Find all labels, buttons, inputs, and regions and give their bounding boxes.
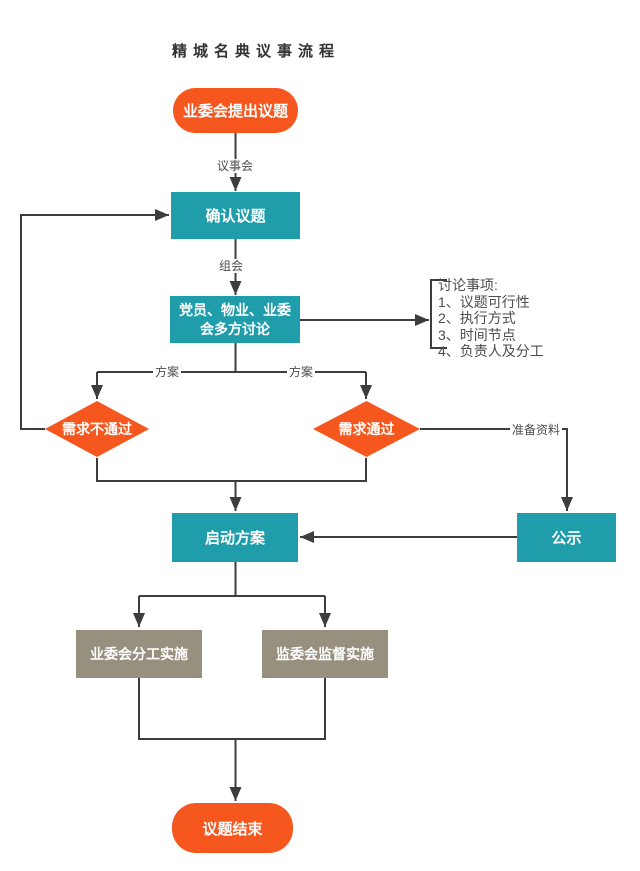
edge-label-fangan-left: 方案: [152, 365, 182, 379]
edge-label-zuhui: 组会: [216, 259, 246, 273]
node-confirm-topic: 确认议题: [171, 192, 300, 239]
edge-label-fangan-right: 方案: [286, 365, 316, 379]
node-start: 业委会提出议题: [173, 88, 298, 133]
node-supervisory-committee-supervise: 监委会监督实施: [262, 630, 388, 678]
node-owner-committee-implement: 业委会分工实施: [76, 630, 202, 678]
node-publicity: 公示: [517, 513, 616, 562]
annotation-item: 1、议题可行性: [438, 293, 530, 310]
annotation-item: 2、执行方式: [438, 310, 516, 326]
node-launch-plan: 启动方案: [172, 513, 298, 562]
node-multi-party-discussion: 党员、物业、业委会多方讨论: [170, 296, 300, 343]
node-end: 议题结束: [172, 803, 293, 853]
annotation-bracket: [430, 279, 447, 349]
edge-label-zhunbei-ziliao: 准备资料: [509, 423, 563, 437]
annotation-heading: 讨论事项:: [438, 277, 498, 293]
annotation-item: 3、时间节点: [438, 326, 516, 343]
annotation-discussion-items: 讨论事项: 1、议题可行性 2、执行方式 3、时间节点 4、负责人及分工: [438, 277, 544, 360]
annotation-item: 4、负责人及分工: [438, 343, 544, 359]
page-title: 精城名典议事流程: [172, 43, 341, 60]
edge-label-yishihui: 议事会: [214, 159, 256, 173]
